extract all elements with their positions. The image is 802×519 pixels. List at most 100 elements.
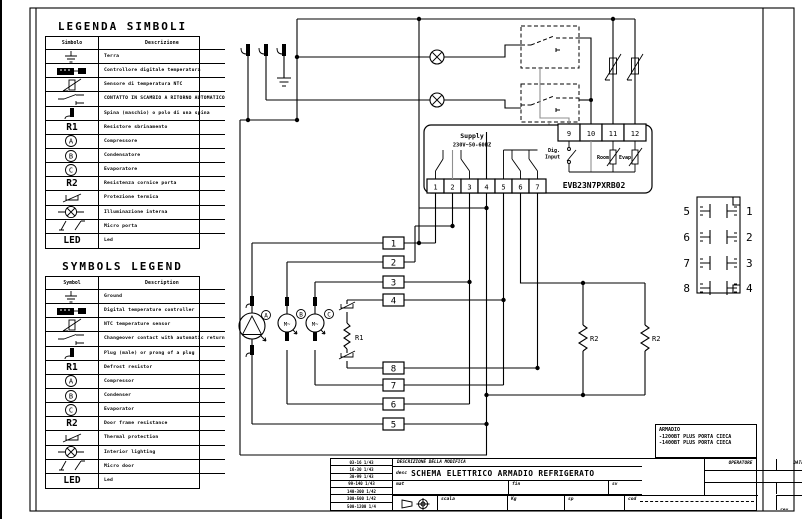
legend-symbol-text: LED bbox=[63, 235, 81, 247]
legend-symbol-cell bbox=[46, 346, 99, 360]
ntc-icon bbox=[62, 78, 82, 92]
circC-icon bbox=[65, 163, 77, 176]
ground-icon bbox=[277, 56, 291, 87]
micro-door-switch-2 bbox=[520, 83, 580, 123]
ntc-icon bbox=[62, 318, 82, 332]
legend-symbol-cell bbox=[46, 92, 99, 106]
junction-dots bbox=[245, 16, 616, 427]
svg-text:A: A bbox=[264, 313, 268, 320]
legend-symbol-text: LED bbox=[63, 475, 81, 487]
svg-text:10: 10 bbox=[587, 130, 595, 138]
evap-probe-label: Evap bbox=[619, 155, 631, 161]
legend-symbol-cell bbox=[46, 64, 99, 78]
legend-symbol-text: R1 bbox=[66, 121, 78, 133]
legend-description: Plug (male) or prong of a plug bbox=[104, 350, 195, 356]
light-icon bbox=[57, 206, 85, 219]
ground-icon bbox=[64, 50, 78, 63]
controller-bottom-terminals: 1 2 3 4 5 6 7 bbox=[426, 178, 547, 194]
legend-row: Micro door bbox=[46, 459, 225, 474]
legend-row: Thermal protection bbox=[46, 431, 225, 446]
supply-label: Supply bbox=[460, 132, 484, 140]
legend-description: Spina (maschio) o polo di una spina bbox=[104, 110, 210, 116]
svg-text:2: 2 bbox=[391, 259, 396, 269]
kg-label: Kg bbox=[508, 496, 565, 510]
legend-symbol-cell bbox=[46, 374, 99, 388]
door-frame-resistor-label-2: R2 bbox=[652, 335, 660, 343]
condenser-fan: M~ B bbox=[277, 297, 306, 341]
operatore-header: OPERATORE bbox=[705, 459, 777, 471]
fin-label: fin bbox=[509, 481, 609, 494]
svg-text:6: 6 bbox=[683, 231, 690, 244]
controller-evb23n7: 9 10 11 12 1 2 3 4 5 6 7 bbox=[423, 123, 653, 194]
legend-description: Changeover contact with automatic return bbox=[104, 336, 225, 342]
scala-label: scala bbox=[438, 496, 508, 510]
svg-text:1: 1 bbox=[433, 184, 437, 192]
circA-icon bbox=[65, 135, 77, 148]
circB-icon bbox=[65, 149, 77, 162]
mat-fin-sv-row: mat fin sv bbox=[393, 481, 642, 495]
legend-symbol-cell bbox=[46, 403, 99, 417]
legend-row: Spina (maschio) o polo di una spina bbox=[46, 106, 225, 121]
svg-text:7: 7 bbox=[535, 184, 539, 192]
svg-text:R1: R1 bbox=[355, 334, 363, 342]
legend-description: Resistenza cornice porta bbox=[104, 181, 177, 187]
legend-description: CONTATTO IN SCAMBIO A RITORNO AUTOMATICO bbox=[104, 96, 225, 102]
legend-symbol-cell bbox=[46, 389, 99, 403]
light-icon bbox=[57, 446, 85, 459]
title-block-right: OPERATORE DATA mod 1200/1400BT PLUS dis … bbox=[704, 459, 802, 495]
svg-text:C: C bbox=[327, 312, 331, 319]
legend-en-title: SYMBOLS LEGEND bbox=[62, 260, 183, 273]
svg-text:5: 5 bbox=[501, 184, 505, 192]
legend-symbol-cell bbox=[46, 163, 99, 177]
legend-symbol-cell: R2 bbox=[46, 417, 99, 431]
svg-text:3: 3 bbox=[467, 184, 471, 192]
legend-description: Evaporator bbox=[104, 407, 135, 413]
svg-text:7: 7 bbox=[391, 382, 396, 392]
tolerance-row: 99-140 1/43 bbox=[331, 481, 392, 489]
microdoor-icon bbox=[58, 460, 86, 471]
window-edge bbox=[0, 0, 2, 519]
legend-row: Protezione termica bbox=[46, 191, 225, 206]
cabinet-note-line2: -1400BT PLUS PORTA CIECA bbox=[659, 440, 732, 446]
defrost-resistor: R1 bbox=[338, 301, 363, 360]
legend-symbol-cell bbox=[46, 149, 99, 163]
svg-text:5: 5 bbox=[683, 205, 690, 218]
compressor: A bbox=[238, 296, 271, 358]
legend-description: Resistore sbrinamento bbox=[104, 124, 168, 130]
legend-description: Compressor bbox=[104, 378, 135, 384]
svg-text:1: 1 bbox=[746, 205, 753, 218]
legend-symbol-cell bbox=[46, 50, 99, 64]
connector-detail: 5 6 7 8 1 2 3 4 bbox=[683, 196, 753, 295]
wiring bbox=[239, 16, 651, 456]
legend-row: Illuminazione interna bbox=[46, 205, 225, 220]
modifica-header: DESCRIZIONE DELLA MODIFICA bbox=[393, 459, 642, 467]
dis-cell: dis A. C. bbox=[705, 483, 777, 494]
micro-door-switch-1 bbox=[520, 25, 580, 69]
dig-input-label-1: Dig. bbox=[548, 148, 560, 154]
legend-row: Digital temperature controller bbox=[46, 304, 225, 319]
legend-row: Compressore bbox=[46, 134, 225, 149]
thermal-icon bbox=[62, 193, 82, 203]
model-row: mod 1200/1400BT PLUS bbox=[705, 471, 802, 483]
circB-icon bbox=[65, 389, 77, 402]
legend-description: Condensatore bbox=[104, 153, 141, 159]
tolerance-row: 300-500 1/42 bbox=[331, 495, 392, 503]
tolerance-row: 140-300 1/42 bbox=[331, 488, 392, 496]
svg-text:6: 6 bbox=[518, 184, 522, 192]
evaporator-fan: M~ C bbox=[305, 297, 334, 341]
legend-row: Evaporator bbox=[46, 403, 225, 418]
legend-description: Micro porta bbox=[104, 223, 138, 229]
cabinet-note-title: ARMADIO bbox=[659, 427, 681, 433]
legend-row: Interior lighting bbox=[46, 445, 225, 460]
revision-cell: rev 00 bbox=[776, 495, 802, 510]
controller-icon bbox=[56, 67, 87, 76]
scala-row: scala Kg sp cod bbox=[393, 495, 758, 510]
legend-symbol-cell: R1 bbox=[46, 120, 99, 134]
